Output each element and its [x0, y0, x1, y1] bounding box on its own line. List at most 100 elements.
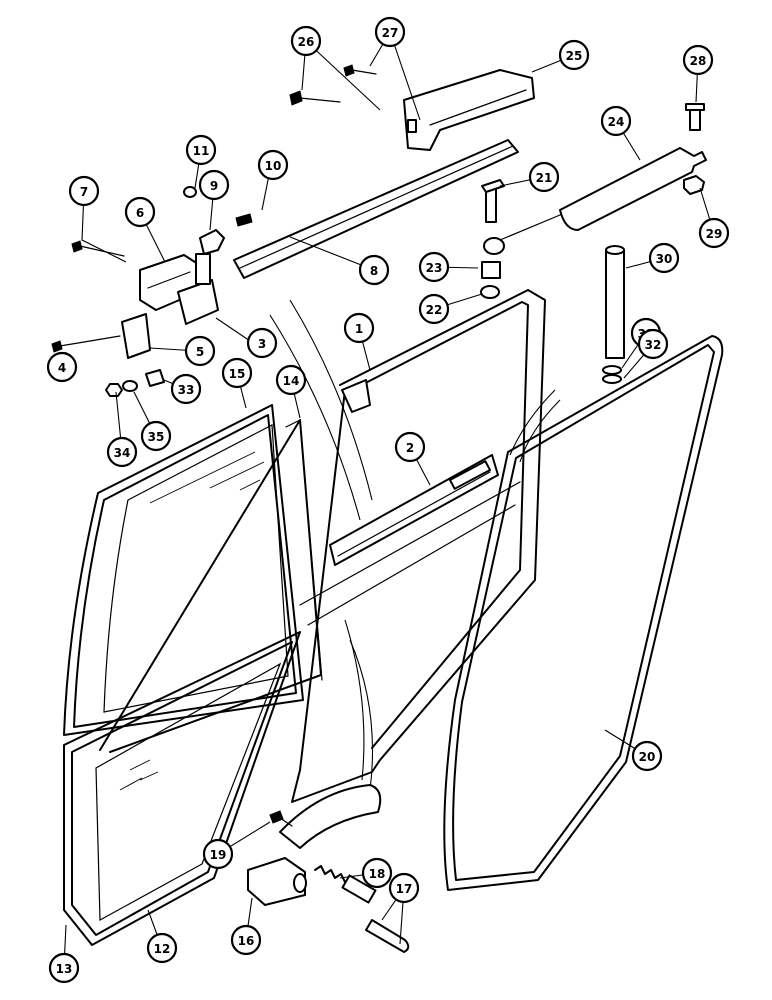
callout-circle: [140, 420, 172, 452]
callout-27: 27: [374, 16, 406, 48]
callout-circle: [48, 952, 80, 984]
callout-20: 20: [631, 740, 663, 772]
callout-circle: [418, 293, 450, 325]
callout-label: 9: [210, 179, 218, 193]
callout-24: 24: [600, 105, 632, 137]
callout-21: 21: [528, 161, 560, 193]
callout-label: 24: [608, 115, 625, 129]
callout-label: 23: [426, 261, 443, 275]
callout-circle: [528, 161, 560, 193]
callout-34: 34: [106, 436, 138, 468]
callout-circle: [146, 932, 178, 964]
callout-label: 4: [58, 361, 66, 375]
callout-label: 13: [56, 962, 73, 976]
callout-23: 23: [418, 251, 450, 283]
hinge-bracket-5: [121, 313, 151, 359]
callout-circle: [170, 373, 202, 405]
callout-label: 2: [406, 441, 414, 455]
handle-16: [247, 857, 307, 906]
callout-circle: [257, 149, 289, 181]
callout-circle: [202, 838, 234, 870]
callout-circle: [637, 328, 669, 360]
callout-layer: 1234567891011121314151617181920212223242…: [46, 16, 730, 984]
callout-17: 17: [388, 872, 420, 904]
callout-19: 19: [202, 838, 234, 870]
pin-30: [605, 245, 625, 359]
weather-seal-arcs: [269, 299, 561, 791]
callout-circle: [124, 196, 156, 228]
callout-label: 34: [114, 446, 131, 460]
door-glass-panel-15: [63, 404, 304, 736]
callout-label: 26: [298, 35, 315, 49]
callout-18: 18: [361, 857, 393, 889]
callout-label: 27: [382, 26, 399, 40]
callout-circle: [361, 857, 393, 889]
callout-circle: [343, 312, 375, 344]
door-glass-panel-14: [99, 419, 323, 753]
callout-circle: [358, 254, 390, 286]
callout-label: 15: [229, 367, 246, 381]
callout-circle: [221, 357, 253, 389]
door-rail-2: [329, 454, 499, 566]
callout-label: 21: [536, 171, 553, 185]
callout-label: 35: [148, 430, 165, 444]
callout-label: 12: [154, 942, 171, 956]
callout-label: 10: [265, 159, 282, 173]
callout-label: 16: [238, 934, 255, 948]
latch-17: [341, 874, 410, 953]
callout-circle: [388, 872, 420, 904]
small-parts-7-9-10-11: [51, 186, 253, 397]
callout-circle: [698, 217, 730, 249]
callout-circle: [418, 251, 450, 283]
callout-22: 22: [418, 293, 450, 325]
callout-circle: [246, 327, 278, 359]
callout-circle: [600, 105, 632, 137]
callout-circle: [106, 436, 138, 468]
callout-13: 13: [48, 952, 80, 984]
callout-circle: [682, 44, 714, 76]
callout-label: 1: [355, 322, 363, 336]
callout-26: 26: [290, 25, 322, 57]
callout-label: 8: [370, 264, 378, 278]
callout-label: 25: [566, 49, 583, 63]
callout-label: 20: [639, 750, 656, 764]
callout-label: 29: [706, 227, 723, 241]
door-glass-panel-12: [63, 631, 301, 946]
callout-label: 33: [178, 383, 195, 397]
hinge-plate-3: [177, 253, 219, 325]
callout-3: 3: [246, 327, 278, 359]
callout-label: 22: [426, 303, 443, 317]
callout-label: 30: [656, 252, 673, 266]
callout-28: 28: [682, 44, 714, 76]
callout-circle: [230, 924, 262, 956]
gas-strut-24: [483, 147, 707, 255]
callout-leaders: [61, 31, 715, 967]
screw-19: [269, 810, 293, 827]
callout-29: 29: [698, 217, 730, 249]
bolts-26-27: [289, 64, 377, 106]
callout-circle: [184, 335, 216, 367]
callout-8: 8: [358, 254, 390, 286]
callout-label: 6: [136, 206, 144, 220]
callout-4: 4: [46, 351, 78, 383]
callout-label: 32: [645, 338, 662, 352]
callout-10: 10: [257, 149, 289, 181]
callout-circle: [185, 134, 217, 166]
callout-label: 5: [196, 345, 204, 359]
callout-6: 6: [124, 196, 156, 228]
callout-25: 25: [558, 39, 590, 71]
callout-5: 5: [184, 335, 216, 367]
callout-14: 14: [275, 364, 307, 396]
callout-label: 11: [193, 144, 210, 158]
callout-label: 3: [258, 337, 266, 351]
spring-18: [314, 865, 346, 883]
callout-circle: [394, 431, 426, 463]
callout-label: 7: [80, 185, 88, 199]
callout-30: 30: [648, 242, 680, 274]
washers-31-32: [602, 365, 622, 384]
callout-12: 12: [146, 932, 178, 964]
callout-circle: [631, 740, 663, 772]
callout-33: 33: [170, 373, 202, 405]
